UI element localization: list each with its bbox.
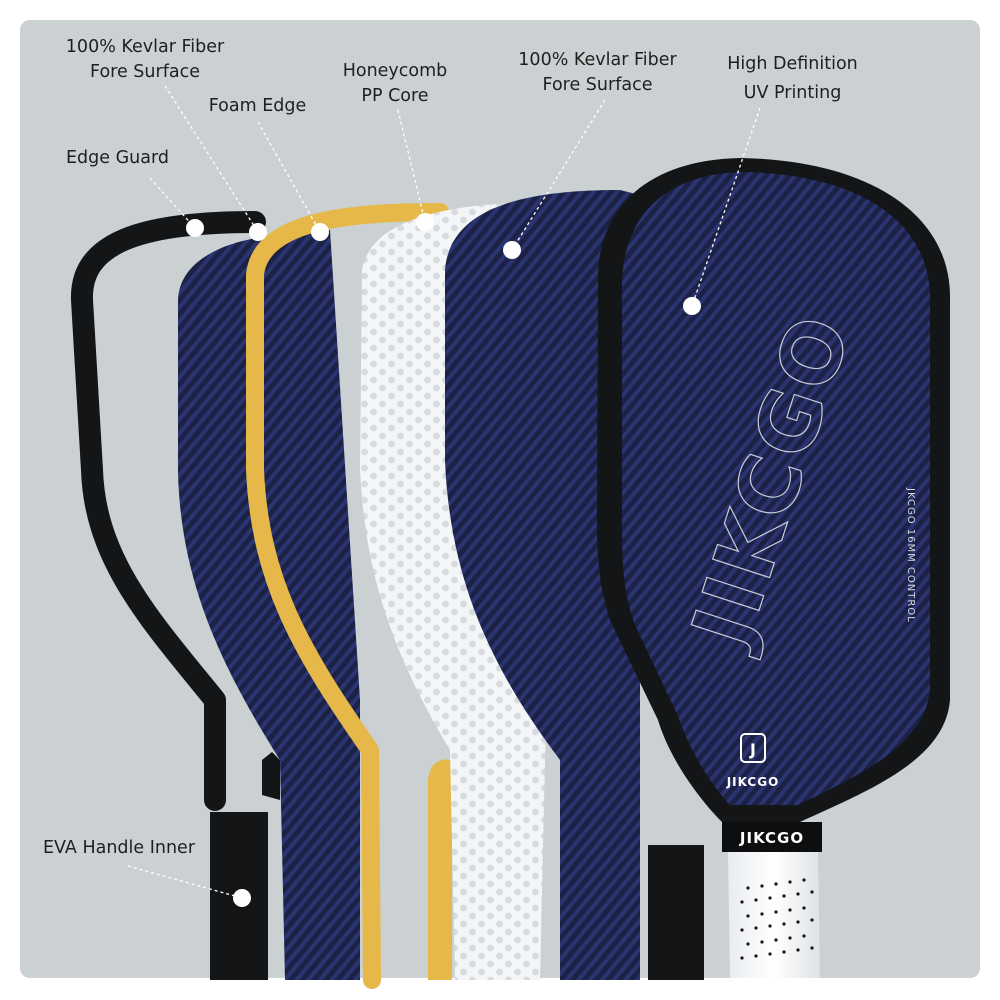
callout-dot-uv-printing — [683, 297, 701, 315]
edge-guard-layer — [70, 211, 280, 811]
collar-text: JIKCGO — [739, 829, 804, 847]
callout-dot-kevlar-front — [503, 241, 521, 259]
callout-leader-lines — [127, 85, 761, 899]
label-edge-guard: Edge Guard — [66, 148, 169, 168]
paddle-logo: J — [740, 733, 766, 763]
foam-edge-layer — [246, 203, 449, 989]
label-uv-printing: High Definition UV Printing — [727, 54, 858, 103]
label-kevlar-back: 100% Kevlar Fiber Fore Surface — [65, 37, 225, 82]
grip-perforations — [740, 878, 814, 960]
label-eva-handle-inner: EVA Handle Inner — [43, 838, 196, 858]
handle-collar — [722, 822, 822, 852]
front-kevlar-surface-layer — [445, 190, 640, 980]
callout-dot-edge-guard — [186, 219, 204, 237]
foam-edge-inner-piece — [428, 759, 452, 980]
callout-dots — [186, 213, 701, 907]
label-kevlar-front: 100% Kevlar Fiber Fore Surface — [518, 50, 677, 95]
logo-icon: J — [749, 740, 756, 759]
assembled-paddle: JIKCGO JKCGO 16MM CONTROL J JIKCGO JIKCG… — [597, 158, 951, 978]
label-foam-edge: Foam Edge — [208, 96, 307, 116]
model-text: JKCGO 16MM CONTROL — [905, 487, 916, 623]
callout-dot-honeycomb — [416, 213, 434, 231]
back-kevlar-surface-layer — [178, 230, 360, 980]
label-honeycomb-core: Honeycomb PP Core — [342, 61, 448, 106]
callout-dot-eva-handle — [233, 889, 251, 907]
callout-dot-kevlar-back — [249, 223, 267, 241]
brand-small-text: JIKCGO — [726, 775, 780, 789]
callout-dot-foam-edge — [311, 223, 329, 241]
handle-strip-piece — [648, 845, 704, 980]
handle-grip — [728, 852, 820, 978]
